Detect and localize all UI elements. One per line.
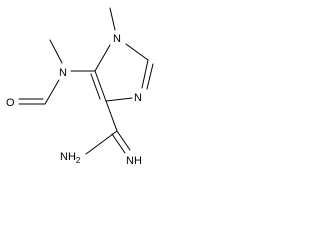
bond-c2-n3-second bbox=[146, 63, 154, 90]
bond-amidinec-nh2 bbox=[85, 130, 118, 155]
bond-nme-methyl bbox=[49, 39, 63, 64]
structure-canvas: N N N O NH2 NH bbox=[0, 0, 178, 181]
atom-labels: N N N O NH2 NH bbox=[6, 33, 142, 167]
atom-nh2-label: NH bbox=[60, 151, 76, 163]
bond-amidinec-nh-second bbox=[111, 133, 126, 154]
bond-amidinec-nh bbox=[116, 130, 131, 151]
bond-c4-c5 bbox=[94, 70, 107, 102]
bond-n1-methyl bbox=[109, 7, 116, 31]
bond-c4-c5-second bbox=[90, 73, 101, 100]
bond-c5-n1 bbox=[94, 44, 111, 72]
atom-n-exocyclic: N bbox=[59, 67, 67, 79]
bond-c4-amidinec bbox=[105, 100, 118, 132]
bond-n1-c2 bbox=[125, 43, 149, 61]
atom-o-formyl: O bbox=[6, 97, 15, 109]
atom-n3-ring: N bbox=[134, 92, 142, 104]
bonds bbox=[18, 7, 154, 155]
bond-nme-formylc bbox=[44, 79, 60, 105]
bond-n3-c4 bbox=[105, 97, 133, 102]
atom-nh2-subscript: 2 bbox=[76, 156, 81, 165]
bond-c2-n3 bbox=[141, 59, 149, 89]
atom-nh-imine: NH bbox=[126, 155, 142, 167]
atom-n1-ring: N bbox=[113, 33, 121, 45]
atom-nh2-amidine: NH2 bbox=[60, 151, 81, 165]
chemical-structure: N N N O NH2 NH bbox=[6, 7, 154, 167]
